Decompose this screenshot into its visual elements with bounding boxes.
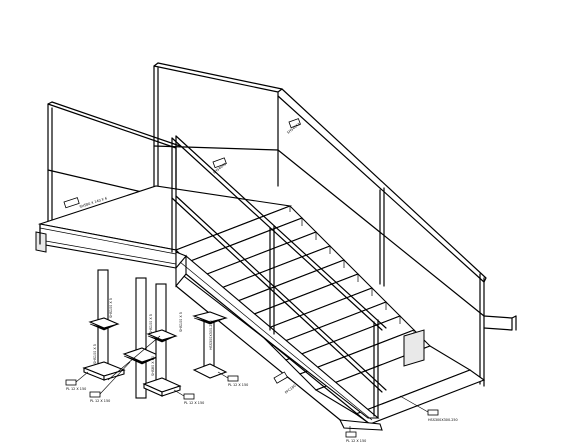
tag-top-left-rail: SHS40X3	[212, 157, 227, 175]
label-stringer-lower: SHS80 X 80	[151, 356, 155, 376]
landing-back-railing	[47, 62, 517, 387]
tag-top-right-rail: SHS40X3	[286, 118, 301, 135]
label-column-rear: HSS300X300.250	[209, 320, 213, 350]
label-base-plate-4: PL 12 X 150	[228, 383, 248, 387]
label-base-plate-1: PL 12 X 150	[66, 387, 86, 391]
tag-bottom-right: HSS300X300.250	[399, 395, 458, 422]
stair-treads	[175, 205, 486, 425]
support-columns	[82, 269, 228, 399]
label-bottom-right: HSS300X300.250	[428, 418, 458, 422]
tag-base-plate-4: PL 12 X 150	[217, 371, 248, 387]
tag-base-plate-1: PL 12 X 150	[65, 371, 89, 391]
label-column-1: SHS100 X 5	[109, 298, 113, 318]
label-column-2: SHS100 X 5	[93, 344, 97, 364]
label-column-3: SHS100 X 5	[149, 314, 153, 334]
tag-stringer-foot: PL 12 X 150	[345, 426, 366, 443]
landing-platform	[35, 185, 293, 269]
label-base-plate-2: PL 12 X 150	[90, 399, 110, 403]
label-stringer-foot: PL 12 X 150	[346, 439, 366, 443]
label-column-4: SHS100 X 5	[179, 312, 183, 332]
front-stair-railing	[171, 135, 387, 419]
tag-base-plate-2: PL 12 X 150	[89, 361, 131, 403]
label-base-plate-3: PL 12 X 150	[184, 401, 204, 405]
label-stringer-mid: PFC180	[284, 384, 297, 395]
tag-stringer-mid: PFC180	[273, 371, 297, 395]
front-stringer	[175, 251, 383, 431]
tag-base-plate-3: PL 12 X 150	[173, 389, 204, 405]
